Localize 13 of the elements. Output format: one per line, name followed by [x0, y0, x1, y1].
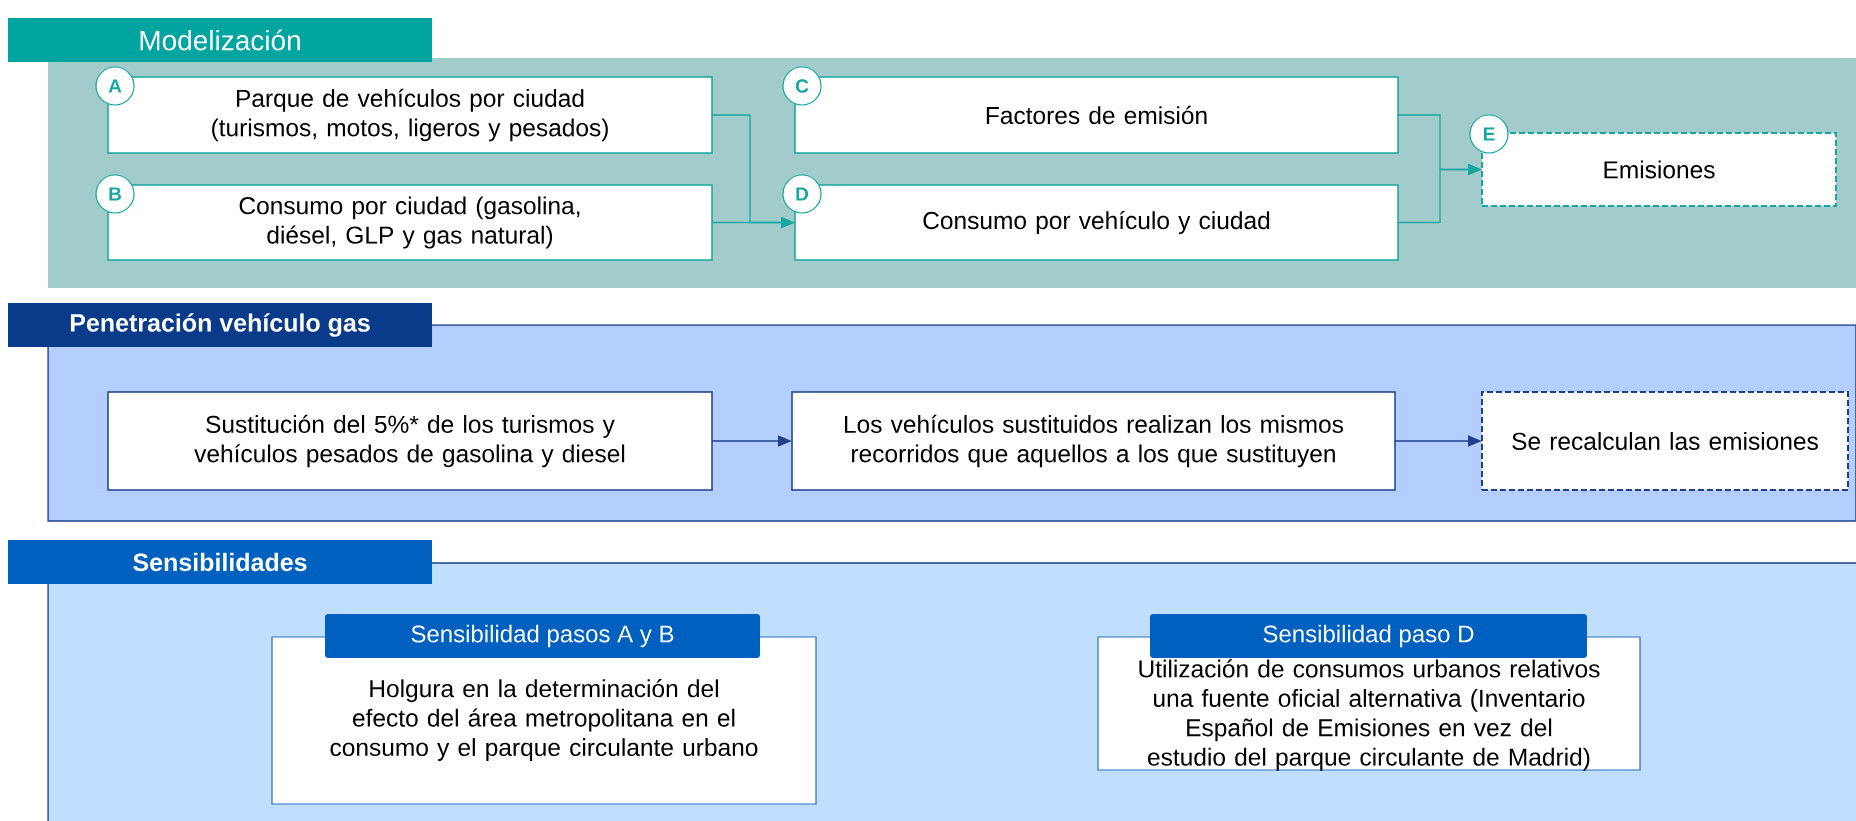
process-box: Sustitución del 5%* de los turismos y vehículos pesados de gasolina y diesel — [107, 391, 713, 491]
section-tab: Sensibilidades — [8, 540, 432, 584]
section-tab: Penetración vehículo gas — [8, 303, 432, 347]
step-badge: D — [782, 174, 822, 214]
step-badge: A — [95, 66, 135, 106]
step-badge: B — [95, 174, 135, 214]
step-badge: E — [1469, 114, 1509, 154]
step-badge: C — [782, 66, 822, 106]
card-header: Sensibilidad pasos A y B — [325, 614, 760, 658]
process-box: Los vehículos sustituidos realizan los mismos recorridos que aquellos a los que sustituyen — [791, 391, 1396, 491]
card-header: Sensibilidad paso D — [1150, 614, 1587, 658]
process-box: Se recalculan las emisiones — [1481, 391, 1849, 491]
section-tab: Modelización — [8, 18, 432, 62]
